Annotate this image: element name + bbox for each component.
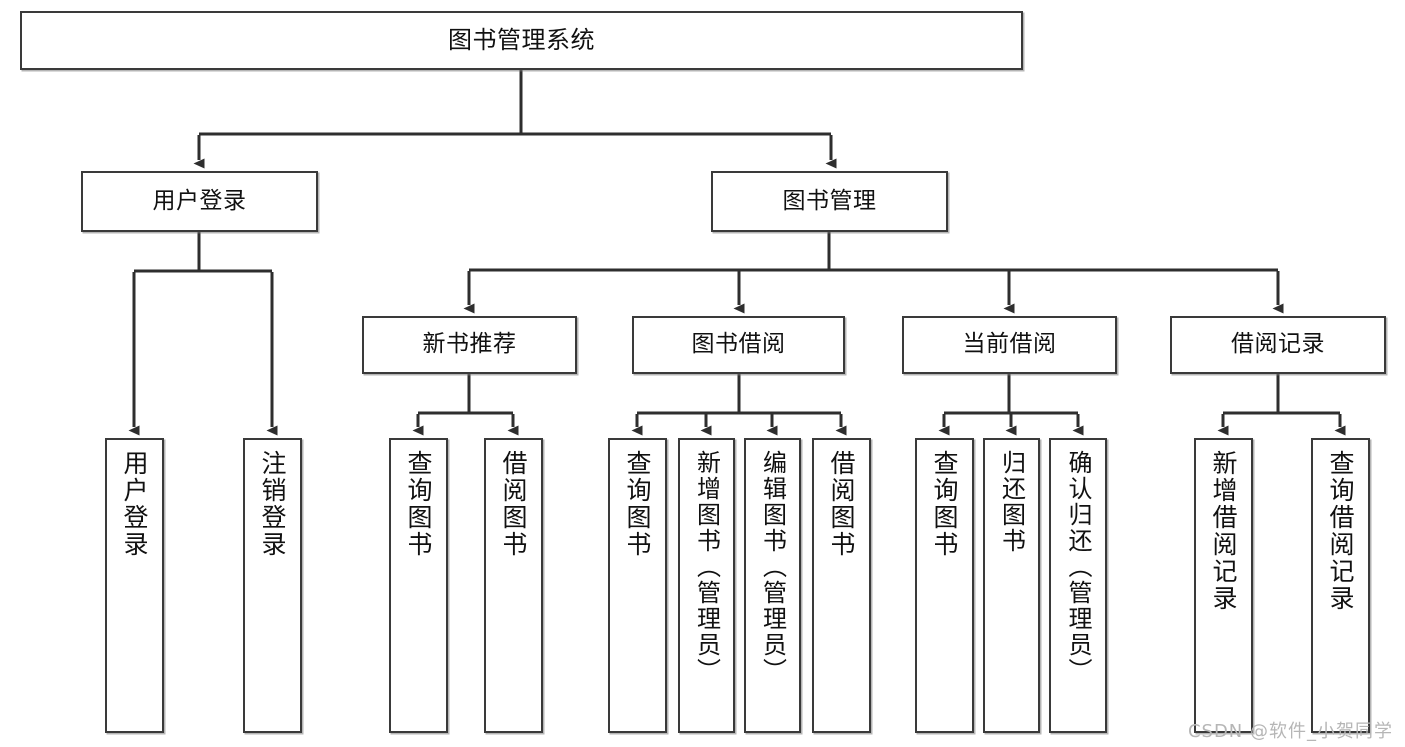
node-leaf-query-book-borrow[interactable]: 查询图书 bbox=[608, 438, 667, 733]
csdn-watermark: CSDN @软件_小贺同学 bbox=[1187, 721, 1393, 742]
node-book-manage[interactable]: 图书管理 bbox=[711, 171, 948, 232]
node-leaf-borrow-book[interactable]: 借阅图书 bbox=[812, 438, 871, 733]
node-label: 归还图书 bbox=[997, 450, 1026, 554]
node-leaf-user-logout[interactable]: 注销登录 bbox=[243, 438, 302, 733]
node-leaf-query-book-rec[interactable]: 查询图书 bbox=[389, 438, 448, 733]
node-label: 借阅图书 bbox=[499, 450, 528, 558]
node-root[interactable]: 图书管理系统 bbox=[20, 11, 1023, 70]
node-label: 确认归还（管理员） bbox=[1064, 450, 1092, 684]
node-label: 图书管理 bbox=[782, 187, 877, 214]
node-leaf-confirm-return[interactable]: 确认归还（管理员） bbox=[1049, 438, 1107, 733]
node-label: 编辑图书（管理员） bbox=[758, 450, 787, 684]
node-leaf-edit-book[interactable]: 编辑图书（管理员） bbox=[744, 438, 801, 733]
node-leaf-add-book[interactable]: 新增图书（管理员） bbox=[678, 438, 735, 733]
node-new-book-rec[interactable]: 新书推荐 bbox=[362, 316, 577, 374]
node-current-borrow[interactable]: 当前借阅 bbox=[902, 316, 1117, 374]
node-user-login[interactable]: 用户登录 bbox=[81, 171, 318, 232]
node-label: 查询图书 bbox=[623, 450, 652, 558]
node-label: 图书借阅 bbox=[691, 331, 786, 358]
node-label: 查询图书 bbox=[930, 450, 959, 558]
node-label: 查询借阅记录 bbox=[1326, 450, 1355, 612]
node-label: 用户登录 bbox=[152, 187, 247, 214]
node-label: 新增借阅记录 bbox=[1209, 450, 1238, 612]
node-label: 图书管理系统 bbox=[448, 26, 595, 55]
node-leaf-query-book-current[interactable]: 查询图书 bbox=[915, 438, 974, 733]
node-leaf-borrow-book-rec[interactable]: 借阅图书 bbox=[484, 438, 543, 733]
node-borrow-record[interactable]: 借阅记录 bbox=[1170, 316, 1386, 374]
node-label: 当前借阅 bbox=[962, 331, 1057, 358]
node-book-borrow[interactable]: 图书借阅 bbox=[632, 316, 845, 374]
node-leaf-query-record[interactable]: 查询借阅记录 bbox=[1311, 438, 1370, 733]
node-leaf-user-login[interactable]: 用户登录 bbox=[105, 438, 164, 733]
node-label: 新书推荐 bbox=[422, 331, 517, 358]
node-label: 新增图书（管理员） bbox=[692, 450, 721, 684]
node-label: 借阅图书 bbox=[827, 450, 856, 558]
node-label: 注销登录 bbox=[258, 450, 287, 558]
node-label: 借阅记录 bbox=[1231, 331, 1325, 358]
node-label: 查询图书 bbox=[404, 450, 433, 558]
node-leaf-add-record[interactable]: 新增借阅记录 bbox=[1194, 438, 1253, 733]
node-label: 用户登录 bbox=[120, 450, 149, 558]
node-leaf-return-book[interactable]: 归还图书 bbox=[983, 438, 1040, 733]
